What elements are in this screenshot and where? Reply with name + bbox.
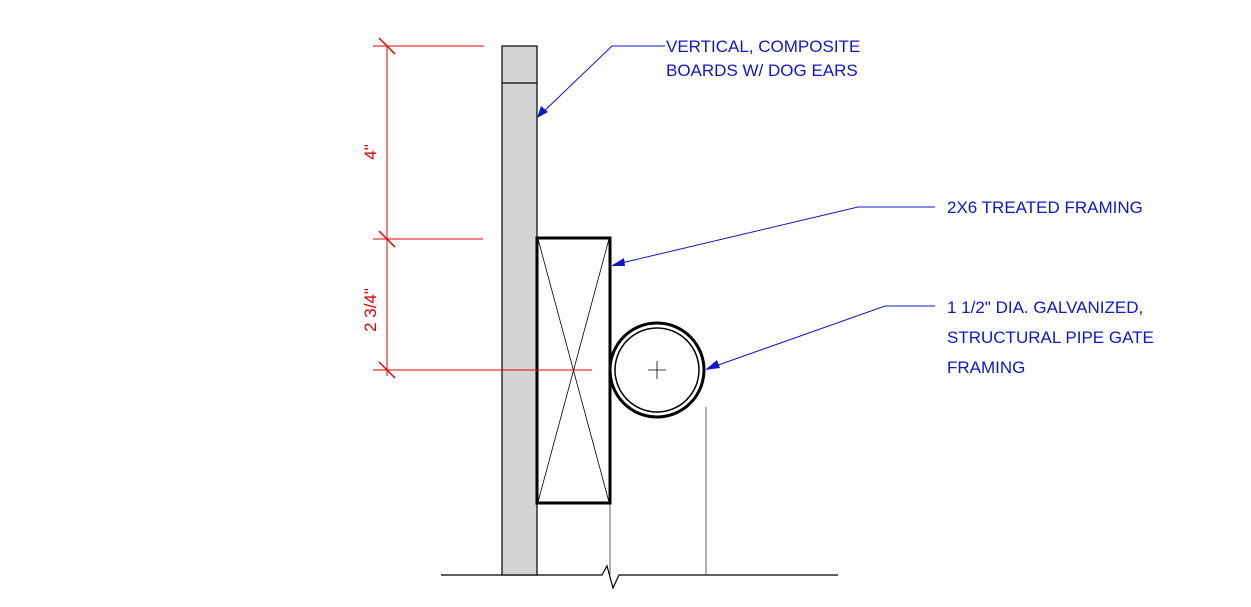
composite-board	[501, 45, 538, 576]
leader-pipe	[706, 305, 935, 370]
tick-mid	[378, 230, 396, 248]
callout-pipe-line-2: STRUCTURAL PIPE GATE	[947, 328, 1154, 347]
callout-boards-line-2: BOARDS W/ DOG EARS	[666, 61, 858, 80]
dimension-upper-label: 4"	[361, 144, 380, 160]
callout-pipe-line-3: FRAMING	[947, 358, 1025, 377]
leader-pipe-arrowhead	[705, 360, 720, 370]
leaders	[538, 45, 935, 370]
callout-framing-line-1: 2X6 TREATED FRAMING	[947, 198, 1143, 217]
pipe-inner	[614, 327, 700, 413]
tick-top	[378, 37, 396, 55]
leader-boards	[538, 45, 665, 117]
callout-boards-line-1: VERTICAL, COMPOSITE	[666, 37, 860, 56]
leader-framing	[612, 206, 935, 266]
dimension-group	[373, 37, 592, 379]
leader-boards-arrowhead	[537, 106, 548, 118]
leader-framing-arrowhead	[611, 258, 625, 266]
callout-pipe-line-1: 1 1/2" DIA. GALVANIZED,	[947, 298, 1143, 317]
ground-line	[441, 564, 838, 590]
tick-bottom	[378, 361, 396, 379]
dimension-lower-label: 2 3/4"	[361, 288, 380, 332]
